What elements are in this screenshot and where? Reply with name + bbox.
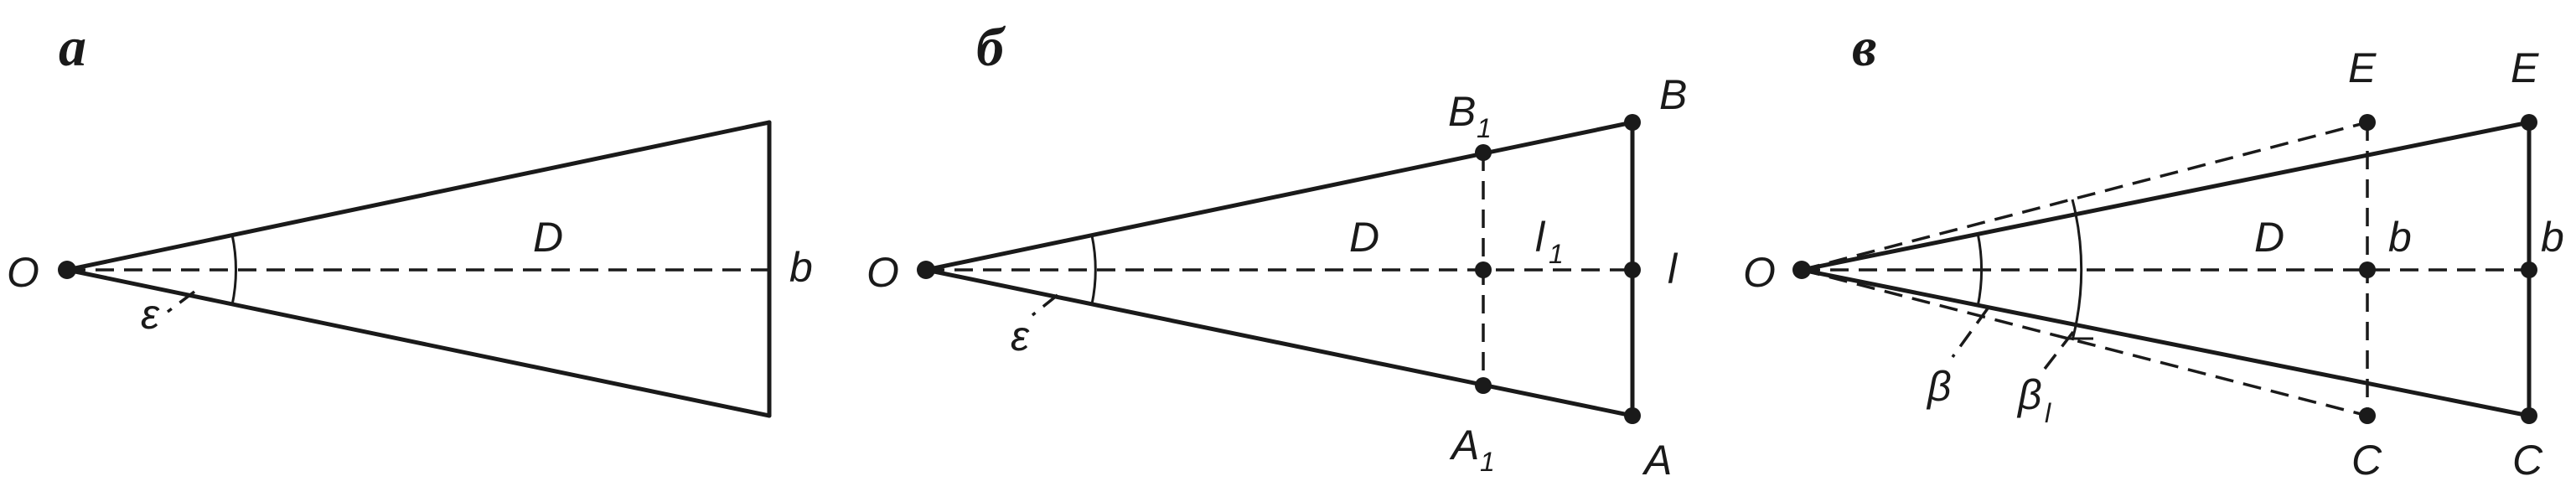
panel-c-bottom-near-label: C [2351, 437, 2382, 484]
panel-b-top-near-sub: 1 [1477, 113, 1492, 143]
panel-b-top-far-label: B [1659, 71, 1687, 118]
panel-a-upper-ray [65, 120, 772, 272]
panel-b-bottom-far-label: A [1642, 437, 1672, 484]
panel-b-origin-point [917, 261, 935, 279]
panel-a-origin-label: O [7, 249, 39, 296]
panel-b-angle-leader [1031, 293, 1059, 317]
panel-b-heading: б [976, 17, 1006, 78]
panel-b-mid-near-label: l [1535, 214, 1546, 261]
panel-b-upper-ray [923, 120, 1635, 272]
panel-c-lower-ray [1799, 267, 2532, 418]
panel-b-angle-label: ε [1011, 313, 1030, 360]
panel-b-point-l1 [1475, 261, 1492, 278]
panel-c-point-e-near [2359, 114, 2376, 131]
panel-b-top-near-label: B [1448, 88, 1476, 135]
panel-b-origin-label: O [866, 249, 899, 296]
panel-b-mid-near-sub: 1 [1549, 239, 1564, 269]
panel-a-angle-label: ε [141, 291, 160, 338]
panel-a: а O D b ε [7, 17, 813, 418]
panel-c-lower-ray-near [1801, 268, 2368, 417]
panel-c-top-near-label: E [2348, 44, 2377, 91]
panel-c-distance-label: D [2254, 214, 2284, 261]
panel-c-point-b-far [2521, 261, 2537, 278]
panel-b-point-b [1624, 114, 1641, 131]
panel-b-point-l [1624, 261, 1641, 278]
panel-c-origin-label: O [1743, 249, 1776, 296]
panel-a-angle-arc [230, 234, 237, 306]
panel-b-angle-arc [1090, 235, 1097, 305]
panel-b: б O D ε B B 1 A A 1 l l 1 [866, 17, 1687, 484]
panel-c-upper-ray [1799, 120, 2532, 272]
panel-a-size-label: b [789, 244, 813, 291]
panel-c-origin-point [1792, 261, 1811, 279]
panel-c-angle-arc [1976, 232, 1984, 308]
panel-c-point-c-far [2521, 407, 2537, 424]
panel-c-upper-ray-near [1801, 121, 2368, 272]
panel-c-heading: в [1852, 17, 1877, 78]
panel-c-mid-near-label: b [2388, 214, 2412, 261]
panel-b-point-a1 [1475, 377, 1492, 394]
panel-a-origin-point [58, 261, 76, 279]
panel-a-heading: а [59, 17, 86, 78]
panel-a-distance-label: D [533, 214, 563, 261]
panel-c-point-c-near [2359, 407, 2376, 424]
panel-b-lower-ray [923, 267, 1635, 418]
panel-b-bottom-near-sub: 1 [1480, 447, 1495, 477]
panel-c-angle2-sub: l [2045, 398, 2051, 428]
panel-c-top-far-label: E [2511, 44, 2539, 91]
panel-c-point-e-far [2521, 114, 2537, 131]
panel-c-angle-label: β [1926, 363, 1952, 410]
panel-c-angle-leader-2 [2043, 330, 2075, 370]
panel-c-point-b-near [2359, 261, 2376, 278]
panel-b-point-a [1624, 407, 1641, 424]
panel-b-distance-label: D [1349, 214, 1379, 261]
panel-c-bottom-far-label: C [2512, 437, 2543, 484]
panel-c-angle2-label: β [2016, 371, 2042, 418]
panel-b-point-b1 [1475, 144, 1492, 161]
panel-c-mid-far-label: b [2541, 214, 2564, 261]
panel-b-bottom-near-label: A [1449, 422, 1479, 469]
panel-a-lower-ray [65, 267, 772, 418]
panel-c: в O D E E C C b b β β l [1743, 17, 2564, 484]
panel-c-angle-arc-2 [2071, 199, 2083, 341]
panel-a-angle-leader [166, 290, 196, 313]
panel-b-mid-far-label: l [1668, 246, 1679, 293]
panel-c-angle-leader [1951, 307, 1989, 359]
